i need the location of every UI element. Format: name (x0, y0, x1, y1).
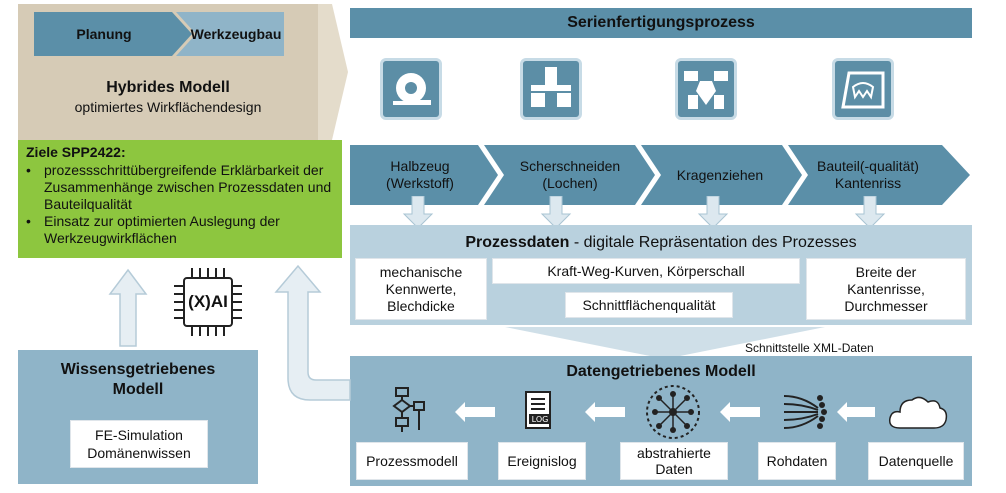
coil-icon (380, 58, 442, 120)
chip-icon (174, 268, 242, 336)
serienprozess-bar: Serienfertigungsprozess (350, 8, 972, 38)
prozessdaten-col2a: Kraft-Weg-Kurven, Körperschall (492, 258, 800, 284)
phase-werkzeugbau: Werkzeugbau (190, 26, 282, 42)
up-arrow-wissen (108, 268, 148, 347)
goals-box: Ziele SPP2422: • prozessschrittübergreif… (18, 140, 342, 258)
part-quality-icon (832, 58, 894, 120)
data-streams-icon (783, 395, 827, 429)
goal-item: • Einsatz zur optimierten Auslegung der … (26, 213, 334, 247)
process-step-label: Halbzeug (Werkstoff) (370, 145, 470, 205)
process-step-label: Scherschneiden (Lochen) (519, 158, 621, 191)
shear-cutting-icon (520, 58, 582, 120)
process-step-label: Kragenziehen (676, 166, 764, 183)
prozessdaten-title: Prozessdaten - digitale Repräsentation d… (350, 234, 972, 252)
wissen-title: Wissensgetriebenes Modell (60, 361, 216, 398)
goal-item-text: prozessschrittübergreifende Erklärbarkei… (44, 162, 332, 212)
flowchart-icon (392, 387, 425, 432)
prozessdaten-col3: Breite der Kantenrisse, Durchmesser (806, 258, 966, 320)
collar-drawing-icon (675, 58, 737, 120)
data-step-label: abstrahierte Daten (620, 442, 728, 480)
data-step-label: Ereignislog (498, 442, 586, 480)
prozessdaten-col2b: Schnittflächenqualität (565, 292, 733, 318)
daten-modell-title: Datengetriebenes Modell (566, 363, 756, 380)
data-step-label: Rohdaten (758, 442, 836, 480)
wissen-content: FE-Simulation Domänenwissen (70, 420, 208, 468)
neural-network-icon (646, 385, 700, 439)
prozessdaten-title-rest: - digitale Repräsentation des Prozesses (569, 234, 857, 251)
hybrid-model-subtitle: optimiertes Wirkflächendesign (74, 99, 262, 115)
hybrid-model-title: Hybrides Modell (106, 79, 230, 96)
interface-label: Schnittstelle XML-Daten (745, 341, 874, 355)
data-step-label: Prozessmodell (356, 442, 468, 480)
phase-chevrons (34, 12, 284, 56)
down-arrows (402, 196, 886, 229)
wide-down-arrow (505, 327, 825, 359)
goal-item: • prozessschrittübergreifende Erklärbark… (26, 162, 334, 213)
process-step-label: Bauteil(-qualität) Kantenriss (817, 158, 919, 191)
cloud-icon (888, 396, 948, 429)
beige-arrow-head (318, 4, 348, 140)
data-step-label: Datenquelle (868, 442, 964, 480)
prozessdaten-col1: mechanische Kennwerte, Blechdicke (355, 258, 487, 320)
goal-item-text: Einsatz zur optimierten Auslegung der We… (44, 213, 280, 246)
phase-planung: Planung (76, 26, 132, 42)
chip-label: (X)AI (188, 292, 228, 311)
svg-text:LOG: LOG (532, 415, 549, 424)
left-arrows (455, 402, 875, 422)
prozessdaten-title-bold: Prozessdaten (465, 234, 570, 251)
log-file-icon: LOG (525, 391, 551, 429)
goals-title: Ziele SPP2422: (26, 144, 126, 160)
feedback-curved-arrow (274, 264, 351, 401)
